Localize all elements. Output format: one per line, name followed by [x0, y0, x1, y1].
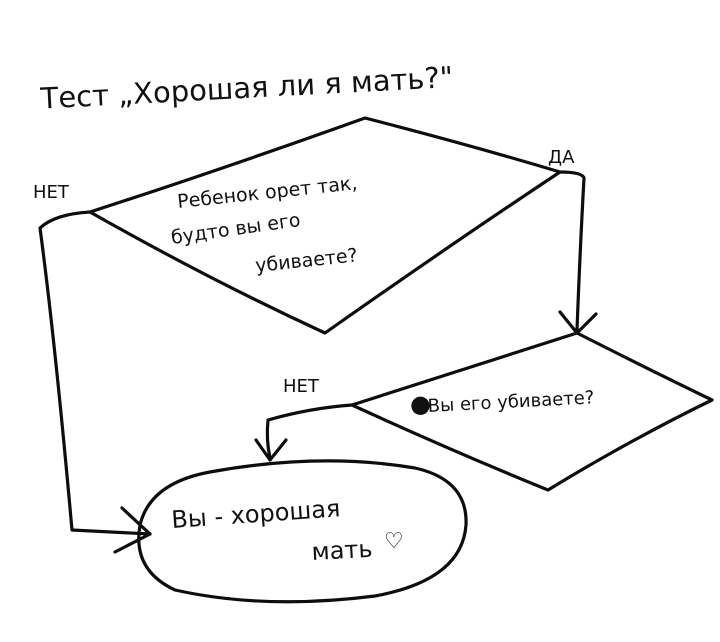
heart-icon: ♡	[384, 529, 404, 554]
decision-1-text-line-3: убиваете?	[254, 244, 358, 277]
decision-1-text-line-2: будто вы его	[170, 209, 302, 249]
decision-1-diamond	[88, 116, 562, 335]
decision-1-no-label: НЕТ	[33, 182, 70, 203]
yes-branch-line	[558, 170, 586, 332]
result-text-line-1: Вы - хорошая	[170, 494, 341, 534]
no-branch-arrowhead-2	[254, 438, 288, 462]
decision-1-yes-label: ДА	[548, 147, 575, 168]
decision-1-text-line-1: Ребенок орет так,	[176, 172, 358, 213]
no-branch-arrowhead-1	[113, 506, 152, 554]
result-text-line-2: мать	[311, 535, 373, 566]
decision-2-text: Вы его убиваете?	[427, 387, 595, 417]
decision-2-glyph: ●	[410, 390, 431, 418]
decision-2-no-label: НЕТ	[283, 376, 320, 397]
chart-title: Тест „Хорошая ли я мать?"	[39, 60, 454, 116]
result-terminal	[137, 459, 468, 604]
no-branch-line-2	[265, 403, 354, 460]
decision-2-diamond	[350, 331, 714, 492]
no-branch-line-1	[38, 210, 152, 536]
